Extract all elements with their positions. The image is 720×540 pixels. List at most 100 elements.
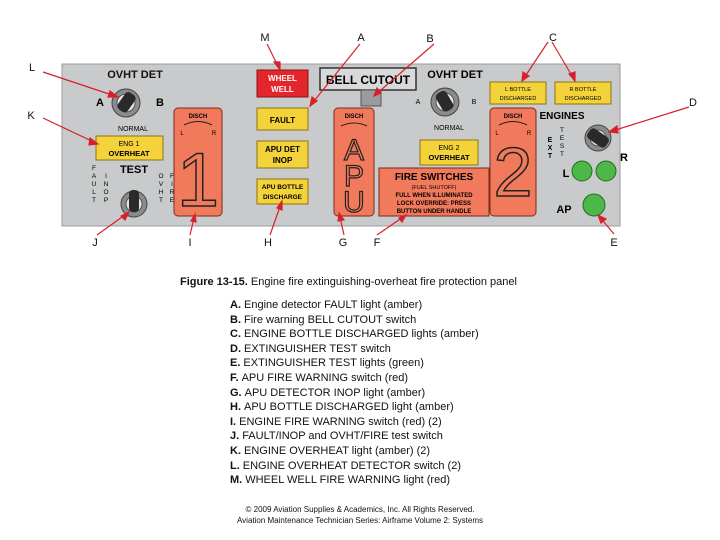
svg-text:E: E bbox=[548, 137, 553, 144]
ovht-det-label-2: OVHT DET bbox=[427, 69, 483, 81]
legend-item: K.ENGINE OVERHEAT light (amber) (2) bbox=[230, 444, 431, 457]
fire-switches-line4: BUTTON UNDER HANDLE bbox=[397, 209, 472, 215]
figure-caption: Figure 13-15. Engine fire extinguishing-… bbox=[180, 276, 517, 288]
callout-k: K bbox=[27, 110, 35, 122]
svg-text:F: F bbox=[170, 173, 174, 180]
vertical-inop-label: I N O P bbox=[103, 173, 108, 204]
bell-cutout-label: BELL CUTOUT bbox=[326, 73, 411, 87]
eng1-overheat-line1: ENG 1 bbox=[118, 141, 139, 148]
figure-label: Figure 13-15. bbox=[180, 276, 248, 288]
apu-bottle-line2: DISCHARGE bbox=[263, 194, 303, 201]
vertical-fault-label: F A U L T bbox=[92, 165, 97, 204]
engine1-fire-handle[interactable]: DISCH L R 1 bbox=[173, 107, 223, 224]
callout-b: B bbox=[426, 33, 433, 45]
callout-arrows bbox=[42, 41, 690, 236]
handle1-number: 1 bbox=[177, 138, 219, 223]
engine2-fire-handle[interactable]: DISCH L R 2 bbox=[489, 107, 537, 217]
r-light-label: R bbox=[620, 152, 628, 164]
svg-text:T: T bbox=[92, 197, 96, 204]
svg-text:N: N bbox=[104, 181, 109, 188]
apu-det-inop-light bbox=[256, 140, 309, 169]
svg-text:R: R bbox=[170, 189, 175, 196]
callout-j: J bbox=[92, 237, 98, 249]
apu-det-line2: INOP bbox=[273, 156, 293, 165]
svg-text:E: E bbox=[170, 197, 175, 204]
ovht-det-switch-1[interactable] bbox=[111, 88, 141, 118]
fire-switches-line2: FULL WHEN ILLUMINATED bbox=[395, 193, 473, 199]
normal-label-2: NORMAL bbox=[434, 125, 464, 132]
apu-bottle-line1: APU BOTTLE bbox=[262, 184, 304, 191]
fire-protection-panel-diagram: OVHT DET A B NORMAL ENG 1 OVERHEAT TEST … bbox=[27, 32, 697, 249]
fire-switches-title: FIRE SWITCHES bbox=[395, 172, 474, 183]
legend-item: B.Fire warning BELL CUTOUT switch bbox=[230, 313, 417, 326]
handle1-disch-label: DISCH bbox=[189, 114, 208, 120]
apu-disch-label: DISCH bbox=[345, 114, 364, 120]
handle2-l-label: L bbox=[495, 131, 499, 137]
switch-b-label-1: B bbox=[156, 97, 164, 109]
l-bottle-line1: L BOTTLE bbox=[505, 87, 531, 93]
switch-a-label-2: A bbox=[416, 99, 421, 106]
apu-det-line1: APU DET bbox=[265, 145, 300, 154]
apu-letter-a: A bbox=[344, 134, 364, 167]
extinguisher-test-switch[interactable] bbox=[584, 124, 612, 152]
eng2-overheat-line1: ENG 2 bbox=[438, 145, 459, 152]
apu-letter-p: P bbox=[344, 160, 364, 193]
test-switch-label: TEST bbox=[120, 164, 148, 176]
r-bottle-discharged-light bbox=[554, 81, 612, 105]
svg-text:L: L bbox=[92, 189, 96, 196]
svg-text:E: E bbox=[560, 135, 565, 142]
callout-a: A bbox=[357, 32, 365, 44]
extinguisher-test-light-1 bbox=[571, 160, 593, 182]
eng1-overheat-line2: OVERHEAT bbox=[108, 149, 150, 158]
wheel-well-light bbox=[256, 69, 309, 98]
vertical-ovht-label: O V H T bbox=[158, 173, 163, 204]
svg-text:I: I bbox=[105, 173, 107, 180]
apu-fire-handle[interactable]: DISCH A P U bbox=[333, 107, 375, 220]
callout-l: L bbox=[29, 62, 35, 74]
callout-d: D bbox=[689, 97, 697, 109]
engines-label: ENGINES bbox=[539, 111, 584, 122]
ovht-det-switch-2[interactable] bbox=[430, 87, 460, 117]
svg-text:A: A bbox=[92, 173, 97, 180]
svg-text:F: F bbox=[92, 165, 96, 172]
legend-item: E.EXTINGUISHER TEST lights (green) bbox=[230, 357, 424, 370]
legend-item: C.ENGINE BOTTLE DISCHARGED lights (amber… bbox=[230, 328, 479, 341]
r-bottle-line2: DISCHARGED bbox=[565, 96, 602, 102]
l-bottle-line2: DISCHARGED bbox=[500, 96, 537, 102]
svg-text:O: O bbox=[158, 173, 163, 180]
svg-text:I: I bbox=[171, 181, 173, 188]
svg-text:S: S bbox=[560, 143, 565, 150]
legend-item: J.FAULT/INOP and OVHT/FIRE test switch bbox=[230, 430, 443, 443]
switch-a-label-1: A bbox=[96, 97, 104, 109]
extinguisher-test-light-3 bbox=[582, 193, 606, 217]
copyright-line-1: © 2009 Aviation Supplies & Academics, In… bbox=[245, 505, 475, 514]
legend-list: A.Engine detector FAULT light (amber) B.… bbox=[230, 298, 479, 488]
svg-text:U: U bbox=[92, 181, 97, 188]
ap-light-label: AP bbox=[556, 204, 571, 216]
legend-item: D.EXTINGUISHER TEST switch bbox=[230, 342, 391, 355]
handle2-number: 2 bbox=[494, 133, 533, 211]
eng2-overheat-line2: OVERHEAT bbox=[428, 153, 470, 162]
l-bottle-discharged-light bbox=[489, 81, 547, 105]
eng1-overheat-light bbox=[95, 135, 164, 161]
legend-item: H.APU BOTTLE DISCHARGED light (amber) bbox=[230, 401, 454, 414]
wheel-well-line1: WHEEL bbox=[268, 74, 297, 83]
normal-label-1: NORMAL bbox=[118, 126, 148, 133]
callout-c: C bbox=[549, 32, 557, 44]
fire-switches-placard bbox=[378, 167, 490, 217]
legend-item: L.ENGINE OVERHEAT DETECTOR switch (2) bbox=[230, 459, 461, 472]
svg-text:P: P bbox=[104, 197, 108, 204]
test-toggle-switch[interactable] bbox=[120, 190, 148, 218]
svg-text:T: T bbox=[560, 151, 564, 158]
eng2-overheat-light bbox=[419, 139, 479, 166]
svg-text:T: T bbox=[560, 127, 564, 134]
handle2-disch-label: DISCH bbox=[504, 114, 523, 120]
fire-switches-line1: (FUEL SHUTOFF) bbox=[412, 185, 457, 191]
switch-b-label-2: B bbox=[472, 99, 477, 106]
legend-item: I.ENGINE FIRE WARNING switch (red) (2) bbox=[230, 415, 442, 428]
callout-m: M bbox=[260, 32, 269, 44]
svg-text:V: V bbox=[159, 181, 164, 188]
fault-light bbox=[256, 107, 309, 131]
apu-letter-u: U bbox=[343, 186, 365, 219]
svg-text:T: T bbox=[159, 197, 163, 204]
